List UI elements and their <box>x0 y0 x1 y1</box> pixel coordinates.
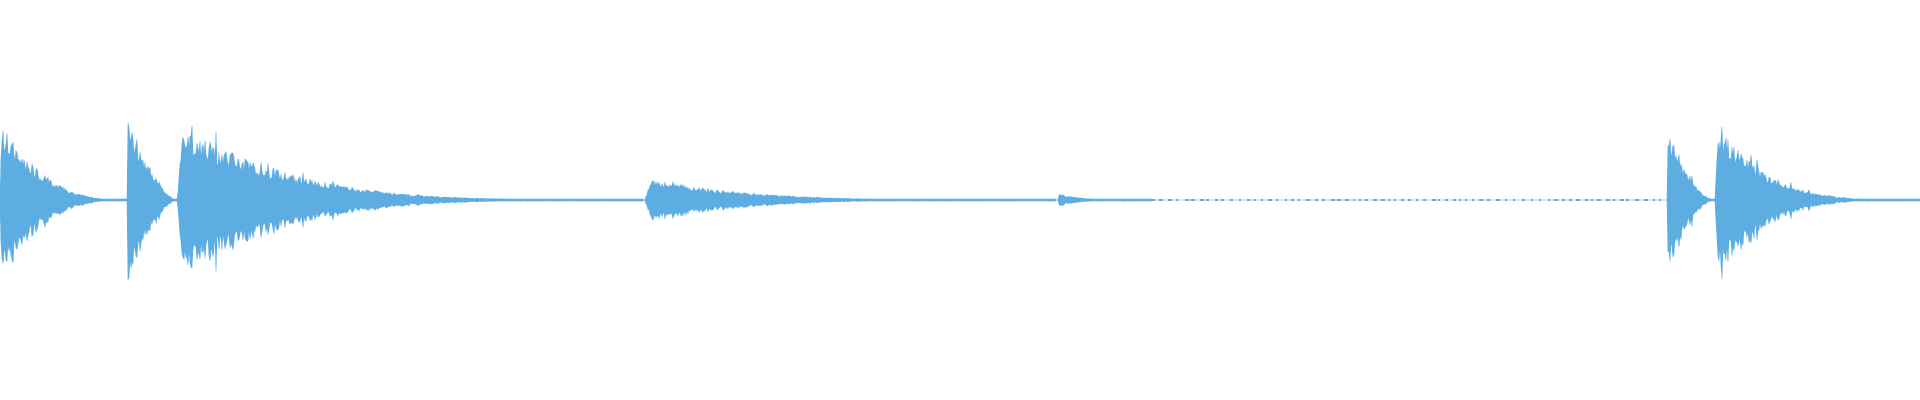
waveform-segment-burst-2 <box>126 122 178 280</box>
waveform-segment-silence-dotted <box>1152 199 1661 201</box>
waveform-envelope <box>176 125 644 272</box>
waveform-segment-burst-5 <box>1714 126 1920 280</box>
waveform-segment-blip-2 <box>1057 193 1153 207</box>
waveform-envelope <box>1666 139 1716 262</box>
waveform-segment-burst-3 <box>176 125 644 272</box>
waveform-envelope <box>644 180 1057 221</box>
waveform-segment-blip-1 <box>644 180 1057 221</box>
waveform-envelope <box>1714 126 1920 280</box>
waveform-envelope <box>126 122 178 280</box>
waveform-envelope <box>0 130 128 264</box>
waveform-segment-burst-1 <box>0 130 128 264</box>
waveform-segment-burst-4 <box>1666 139 1716 262</box>
waveform-envelope <box>1057 193 1153 207</box>
